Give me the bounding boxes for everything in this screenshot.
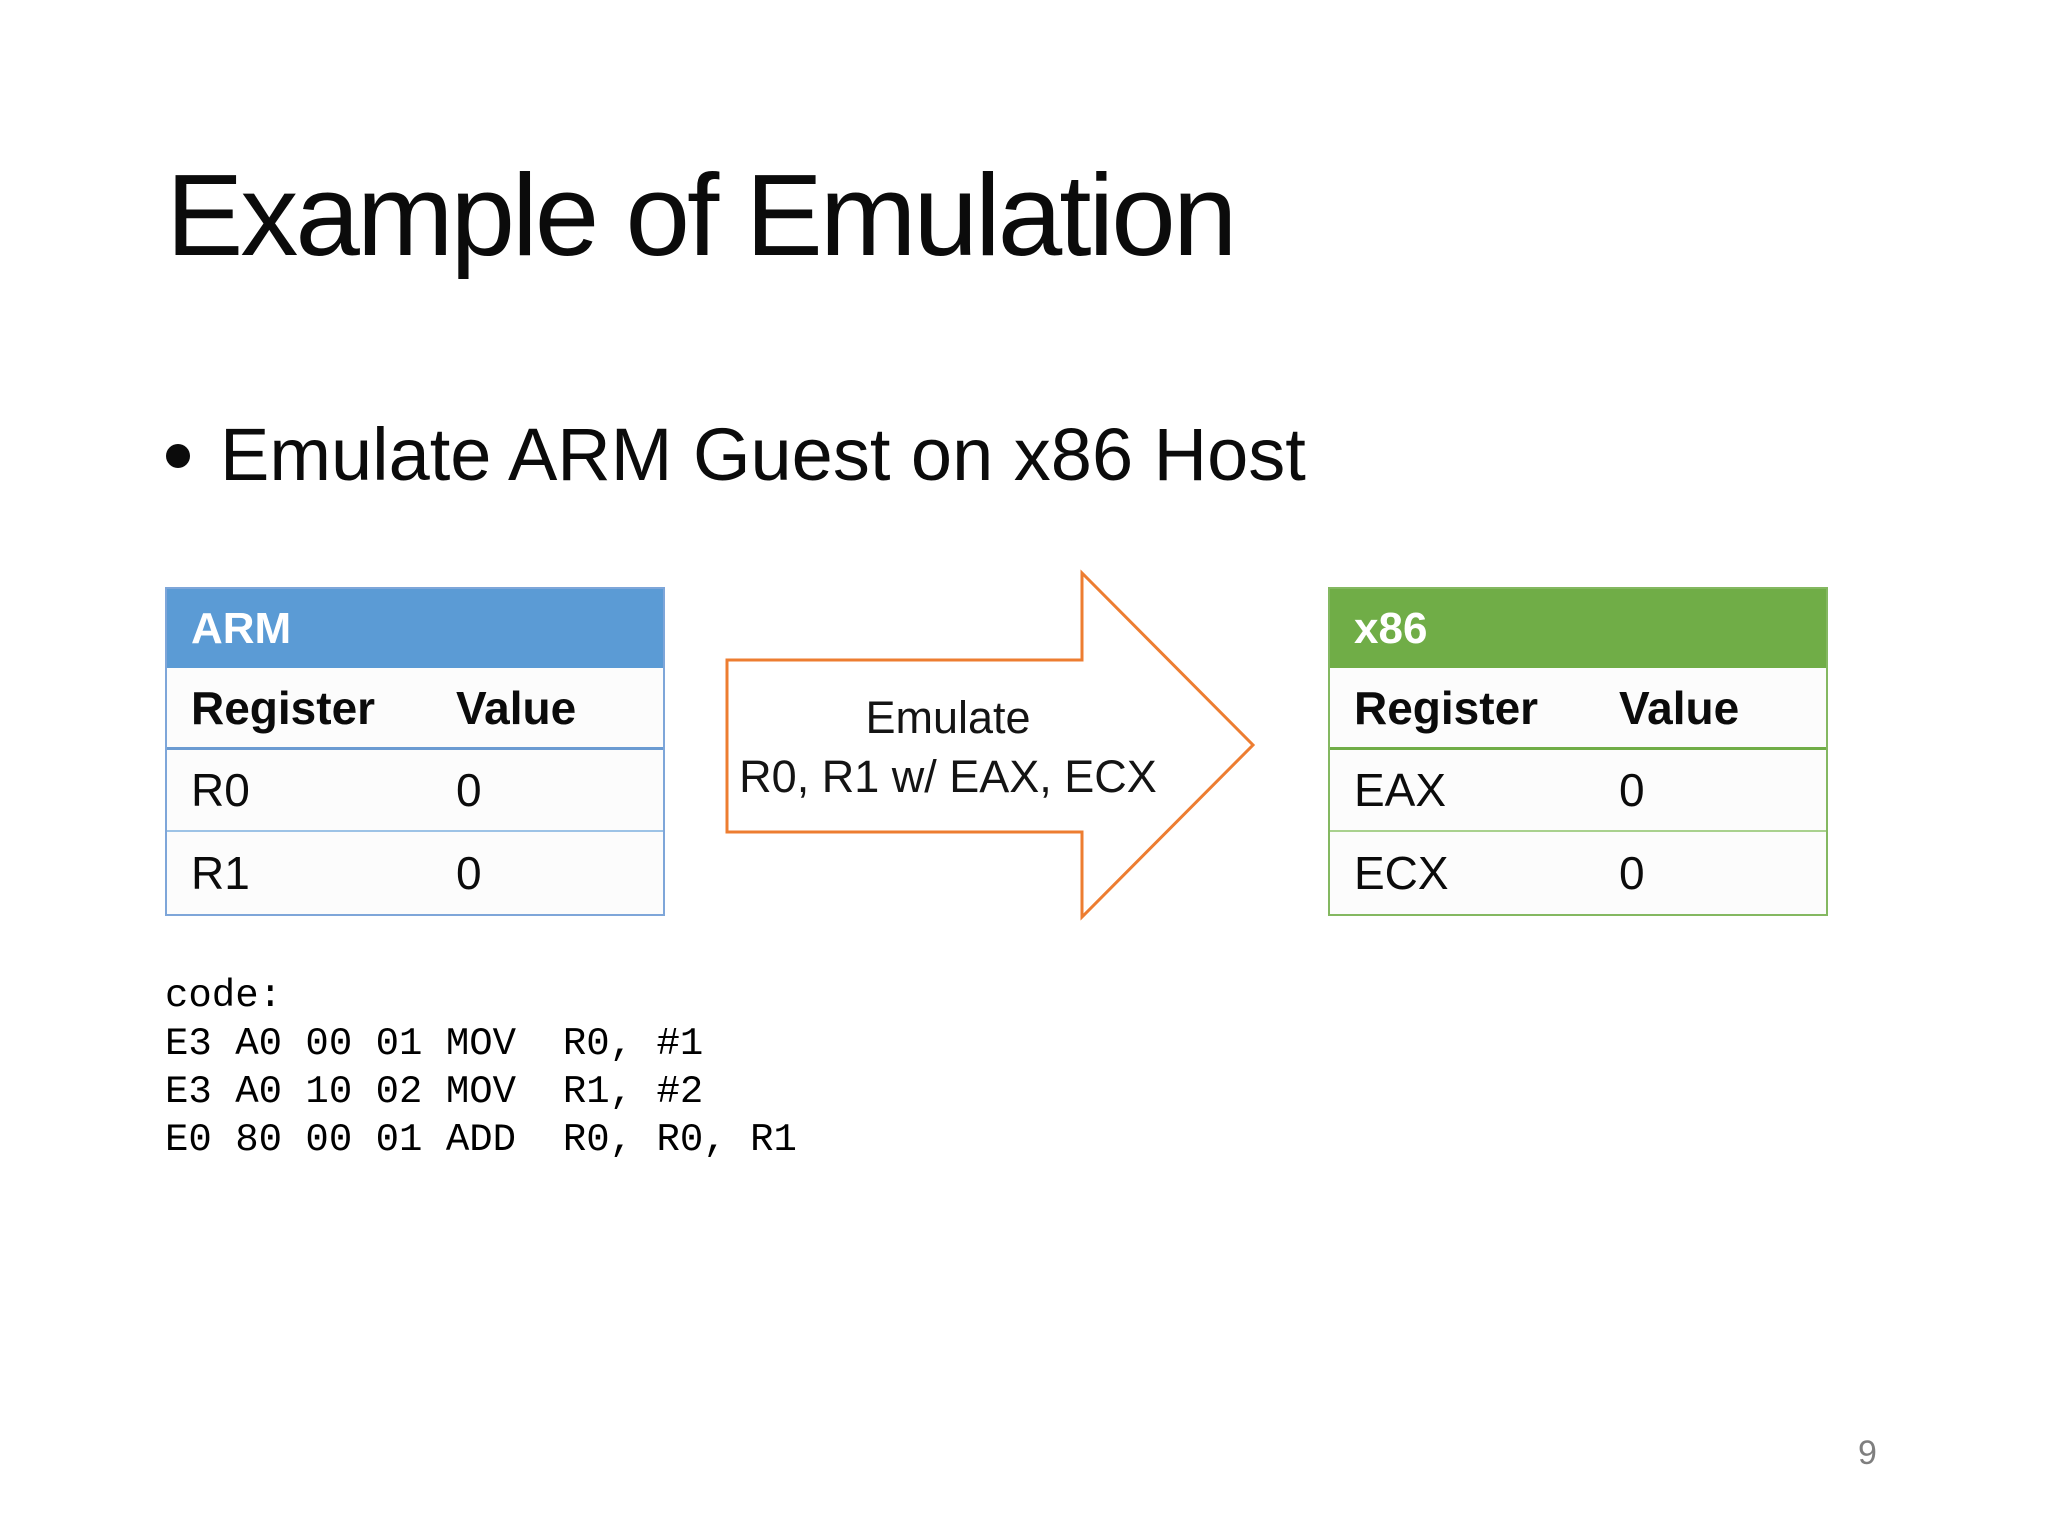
arm-r0-name: R0 xyxy=(191,764,250,816)
table-row: R0 0 xyxy=(167,750,663,832)
code-line: E3 A0 00 01 MOV R0, #1 xyxy=(165,1022,704,1066)
code-line: E0 80 00 01 ADD R0, R0, R1 xyxy=(165,1118,797,1162)
page-number: 9 xyxy=(1858,1434,1877,1472)
x86-table-header: x86 xyxy=(1330,589,1826,668)
table-row: EAX 0 xyxy=(1330,750,1826,832)
arm-r1-value: 0 xyxy=(456,847,482,899)
arm-table-title: ARM xyxy=(191,603,292,653)
bullet-text: Emulate ARM Guest on x86 Host xyxy=(220,413,1306,496)
arm-register-table: ARM Register Value R0 0 R1 0 xyxy=(165,587,665,916)
arm-r1-name: R1 xyxy=(191,847,250,899)
arm-column-header-row: Register Value xyxy=(167,668,663,750)
code-listing: code: E3 A0 00 01 MOV R0, #1 E3 A0 10 02… xyxy=(165,972,797,1164)
x86-ecx-name: ECX xyxy=(1354,847,1449,899)
arrow-label-line2: R0, R1 w/ EAX, ECX xyxy=(739,751,1157,802)
table-row: R1 0 xyxy=(167,832,663,914)
bullet-icon xyxy=(166,444,190,468)
emulate-arrow-label: Emulate R0, R1 w/ EAX, ECX xyxy=(727,688,1169,806)
x86-column-header-row: Register Value xyxy=(1330,668,1826,750)
x86-eax-value: 0 xyxy=(1619,764,1645,816)
arrow-label-line1: Emulate xyxy=(865,692,1031,743)
x86-ecx-value: 0 xyxy=(1619,847,1645,899)
arm-table-header: ARM xyxy=(167,589,663,668)
x86-table-title: x86 xyxy=(1354,603,1428,653)
arm-r0-value: 0 xyxy=(456,764,482,816)
bullet-line: Emulate ARM Guest on x86 Host xyxy=(166,415,1306,495)
arm-col-value: Value xyxy=(456,681,577,734)
page-title: Example of Emulation xyxy=(166,150,1237,280)
table-row: ECX 0 xyxy=(1330,832,1826,914)
x86-col-value: Value xyxy=(1619,681,1740,734)
code-line: code: xyxy=(165,974,283,1018)
x86-eax-name: EAX xyxy=(1354,764,1447,816)
x86-register-table: x86 Register Value EAX 0 ECX 0 xyxy=(1328,587,1828,916)
code-line: E3 A0 10 02 MOV R1, #2 xyxy=(165,1070,704,1114)
x86-col-register: Register xyxy=(1354,681,1539,734)
arm-col-register: Register xyxy=(191,681,376,734)
